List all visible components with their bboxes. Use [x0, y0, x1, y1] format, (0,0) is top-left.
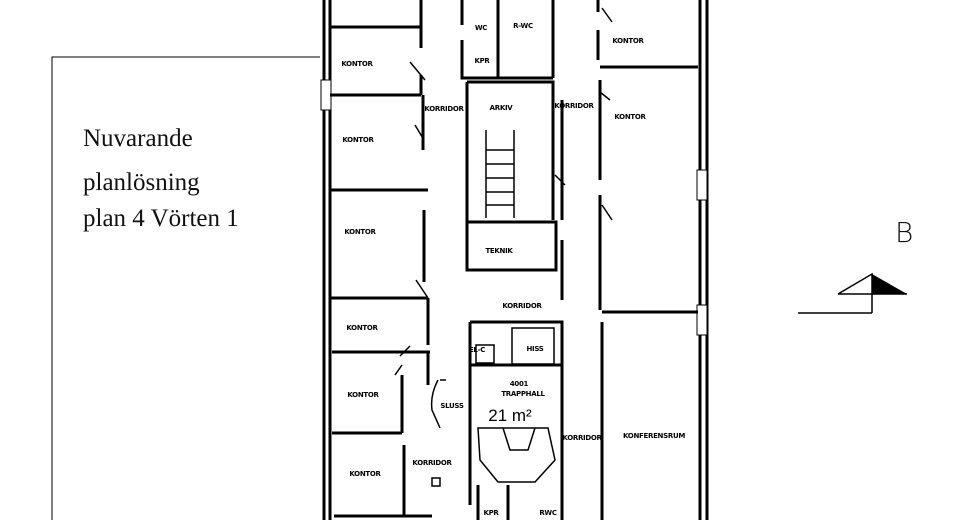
title-frame	[51, 56, 320, 520]
title-line-1: Nuvarande	[83, 125, 193, 152]
room-sluss: SLUSS	[440, 402, 463, 410]
room-trapphall-area: 21 m²	[488, 406, 532, 425]
section-label: B	[895, 216, 913, 249]
room-teknik: TEKNIK	[485, 247, 513, 255]
room-korridor: KORRIDOR	[424, 105, 464, 113]
room-kontor: KONTOR	[346, 324, 378, 332]
room-korridor: KORRIDOR	[412, 459, 452, 467]
room-kontor: KONTOR	[341, 60, 373, 68]
room-rwc: RWC	[539, 509, 557, 517]
room-kontor: KONTOR	[344, 228, 376, 236]
room-korridor: KORRIDOR	[502, 302, 542, 310]
right-room-walls	[554, 0, 698, 520]
room-konferensrum: KONFERENSRUM	[623, 432, 685, 440]
room-kpr: KPR	[474, 57, 490, 65]
room-el-c: EL-C	[469, 346, 485, 354]
room-hiss: HISS	[526, 345, 543, 353]
room-r-wc: R-WC	[513, 22, 533, 30]
room-arkiv: ARKIV	[490, 104, 514, 112]
room-kontor: KONTOR	[342, 136, 374, 144]
room-trapphall: TRAPPHALL	[501, 390, 545, 398]
room-korridor: KORRIDOR	[562, 434, 602, 442]
room-kontor: KONTOR	[349, 470, 381, 478]
room-kontor: KONTOR	[347, 391, 379, 399]
room-kontor: KONTOR	[612, 37, 644, 45]
room-trapphall-number: 4001	[510, 380, 529, 388]
room-korridor: KORRIDOR	[554, 102, 594, 110]
room-kontor: KONTOR	[614, 113, 646, 121]
room-wc: WC	[475, 24, 487, 32]
center-core-walls	[430, 0, 564, 520]
title-line-2: planlösning	[83, 169, 200, 196]
room-labels: KONTOR KONTOR KONTOR KONTOR KONTOR KONTO…	[341, 22, 685, 517]
outer-walls	[320, 0, 709, 520]
title-line-3: plan 4 Vörten 1	[83, 205, 239, 232]
room-kpr: KPR	[483, 509, 499, 517]
left-office-walls	[330, 0, 432, 518]
section-arrow-icon	[798, 272, 907, 314]
